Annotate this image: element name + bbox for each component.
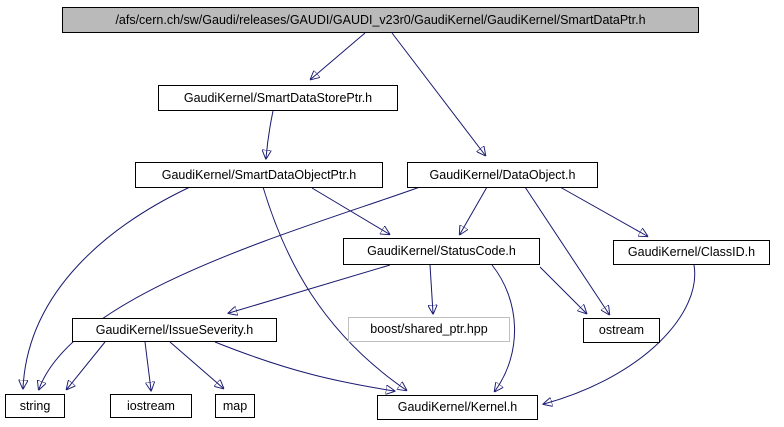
node-map[interactable]: map [215,394,255,418]
edge-dataobject-ostream [524,186,609,314]
edge-dataobject-classid [559,186,647,236]
edge-issueseverity-map [169,341,223,388]
node-smartdataptr-root[interactable]: /afs/cern.ch/sw/Gaudi/releases/GAUDI/GAU… [62,7,699,33]
edge-statuscode-kernel [491,264,516,391]
node-statuscode[interactable]: GaudiKernel/StatusCode.h [343,238,540,265]
edge-storeptr-objectptr [266,110,274,158]
edge-main-storeptr [311,32,366,79]
edge-dataobject-statuscode [460,186,488,234]
edge-issueseverity-string [67,341,106,389]
node-issueseverity[interactable]: GaudiKernel/IssueSeverity.h [72,318,277,342]
edge-objectptr-string [23,186,191,388]
node-dataobject[interactable]: GaudiKernel/DataObject.h [407,162,598,188]
node-kernel[interactable]: GaudiKernel/Kernel.h [377,395,538,420]
edge-issueseverity-iostream [144,341,151,390]
edge-statuscode-ostream [539,266,586,313]
node-iostream[interactable]: iostream [110,394,192,418]
edge-objectptr-kernel [262,186,406,390]
edge-dataobject-string [39,186,421,389]
node-ostream[interactable]: ostream [583,318,660,343]
edge-issueseverity-kernel [214,341,394,391]
node-classid[interactable]: GaudiKernel/ClassID.h [613,240,770,265]
node-boost-shared-ptr: boost/shared_ptr.hpp [348,317,510,342]
node-smartdatastoreptr[interactable]: GaudiKernel/SmartDataStorePtr.h [158,85,398,111]
edge-statuscode-issueseverity [229,264,391,313]
node-smartdataobjectptr[interactable]: GaudiKernel/SmartDataObjectPtr.h [135,162,383,188]
edge-main-dataobject [391,32,485,155]
node-string[interactable]: string [5,394,65,418]
edge-statuscode-sharedptr [430,264,433,313]
